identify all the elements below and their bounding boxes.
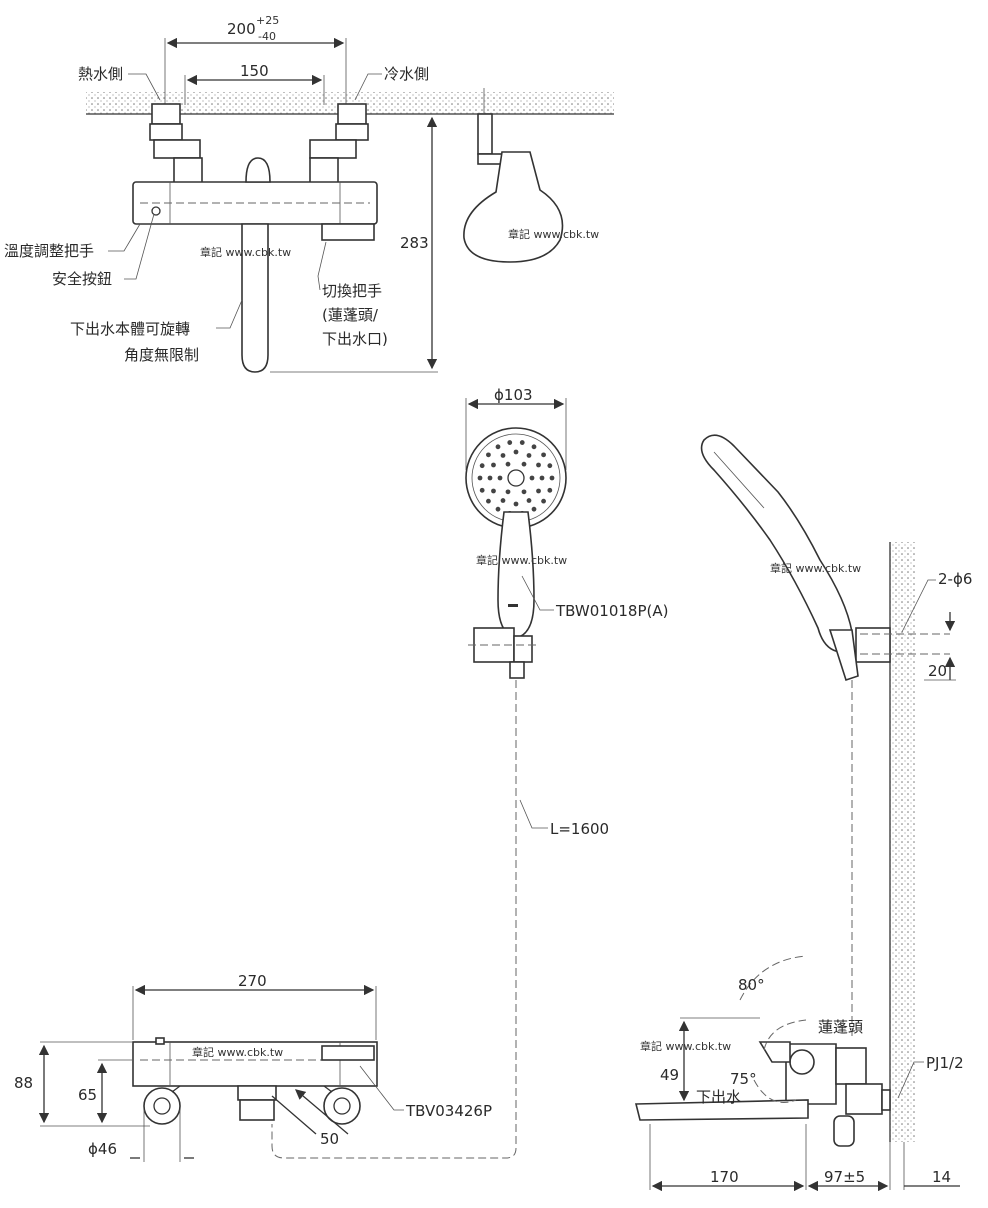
- safety-button-icon: [151, 206, 161, 216]
- hose: [271, 680, 517, 1159]
- nozzle-dot: [487, 475, 493, 481]
- nozzle-dot: [536, 488, 541, 494]
- nozzle-dot: [531, 506, 537, 512]
- model-tbv03426p: TBV03426P: [405, 1102, 492, 1120]
- top-view: 200 +25 -40 150 熱水側 冷水側: [4, 14, 614, 373]
- model-tbw01018p: TBW01018P(A): [555, 602, 668, 620]
- label-safety-button: 安全按鈕: [52, 270, 112, 288]
- label-hot-side: 熱水側: [78, 65, 123, 83]
- label-switch-3: 下出水口): [322, 330, 388, 348]
- nozzle-dot: [526, 453, 532, 458]
- hose-length: L=1600: [550, 820, 609, 838]
- watermark: 章記 www.cbk.tw: [476, 553, 567, 567]
- nozzle-dot: [505, 489, 511, 495]
- nozzle-dot: [491, 462, 496, 468]
- nozzle-dot: [479, 463, 485, 469]
- watermark: 章記 www.cbk.tw: [508, 227, 599, 241]
- nozzle-dot: [536, 462, 541, 468]
- dim-tol-minus: -40: [258, 30, 276, 43]
- label-rotate-2: 角度無限制: [124, 346, 199, 364]
- wall-top: [86, 92, 614, 114]
- nozzle-dot: [507, 440, 513, 445]
- wall-side: [890, 542, 916, 1142]
- watermark: 章記 www.cbk.tw: [200, 245, 291, 259]
- watermark: 章記 www.cbk.tw: [640, 1039, 731, 1053]
- nozzle-dot: [500, 498, 506, 503]
- dim-20: 20: [928, 662, 947, 680]
- label-rotate-1: 下出水本體可旋轉: [70, 320, 190, 338]
- label-switch-2: (蓮蓬頭/: [322, 306, 379, 324]
- nozzle-dot: [521, 461, 527, 467]
- nozzle-dot: [486, 452, 491, 458]
- nozzle-dot: [541, 452, 546, 458]
- watermark: 章記 www.cbk.tw: [770, 561, 861, 575]
- nozzle-dot: [495, 444, 501, 450]
- dim-phi46: ϕ46: [88, 1140, 117, 1158]
- dim-tol-plus: +25: [256, 14, 279, 27]
- cold-inlet-front: [323, 1087, 361, 1125]
- nozzle-dot: [513, 449, 519, 455]
- dim-97: 97±5: [824, 1168, 865, 1186]
- hot-connector: [149, 103, 203, 185]
- side-view: 2-ϕ6 20 80° 75° 蓮蓬頭 下出水 49 PJ1/2: [634, 434, 972, 1192]
- front-view: 270 88 65 ϕ46 50: [14, 972, 492, 1162]
- hand-shower-view: ϕ103 TBW01018P(A) L=1600 章記 www.cbk.tw: [271, 386, 668, 1159]
- label-2-holes: 2-ϕ6: [938, 570, 972, 588]
- dim-49: 49: [660, 1066, 679, 1084]
- lower-spout-top: [241, 223, 269, 373]
- nozzle-dot: [529, 475, 535, 481]
- lower-spout-front: [239, 1099, 275, 1121]
- label-shower-head: 蓮蓬頭: [818, 1018, 863, 1036]
- angle-75: 75°: [730, 1070, 757, 1088]
- shower-handle: [497, 511, 535, 639]
- label-temp-handle: 溫度調整把手: [4, 242, 94, 260]
- cold-connector: [309, 103, 369, 185]
- dim-150: 150: [240, 62, 269, 80]
- dim-14: 14: [932, 1168, 951, 1186]
- nozzle-dot: [547, 463, 553, 469]
- hot-inlet-front: [143, 1087, 181, 1125]
- handheld-side: [700, 434, 853, 653]
- dim-200: 200: [227, 20, 256, 38]
- nozzle-dot: [491, 488, 496, 494]
- angle-80: 80°: [738, 976, 765, 994]
- nozzle-dot: [541, 498, 546, 504]
- nozzle-dot: [486, 498, 491, 504]
- nozzle-dot: [497, 475, 503, 481]
- nozzle-dot: [479, 487, 485, 493]
- spout-side: [634, 1099, 809, 1121]
- watermark: 章記 www.cbk.tw: [192, 1045, 283, 1059]
- label-pj12: PJ1/2: [926, 1054, 964, 1072]
- dim-65: 65: [78, 1086, 97, 1104]
- shower-head-top-view: [463, 151, 564, 263]
- nozzle-dot: [539, 475, 545, 481]
- nozzle-dot: [495, 506, 501, 512]
- nozzle-dot: [547, 487, 553, 493]
- dim-88: 88: [14, 1074, 33, 1092]
- nozzle-dot: [531, 444, 537, 450]
- label-switch-1: 切換把手: [322, 282, 382, 300]
- dim-diameter-103: ϕ103: [494, 386, 533, 404]
- dim-170: 170: [710, 1168, 739, 1186]
- nozzle-dot: [505, 461, 511, 467]
- nozzle-dot: [526, 498, 532, 503]
- nozzle-dot: [549, 475, 555, 481]
- dim-50: 50: [320, 1130, 339, 1148]
- nozzle-dot: [519, 440, 525, 445]
- dim-283: 283: [400, 234, 429, 252]
- label-cold-side: 冷水側: [384, 65, 429, 83]
- nozzle-dot: [521, 489, 527, 495]
- label-lower-spout: 下出水: [696, 1088, 741, 1106]
- dim-270: 270: [238, 972, 267, 990]
- nozzle-dot: [513, 501, 519, 507]
- nozzle-dot: [477, 475, 483, 481]
- nozzle-dot: [500, 453, 506, 458]
